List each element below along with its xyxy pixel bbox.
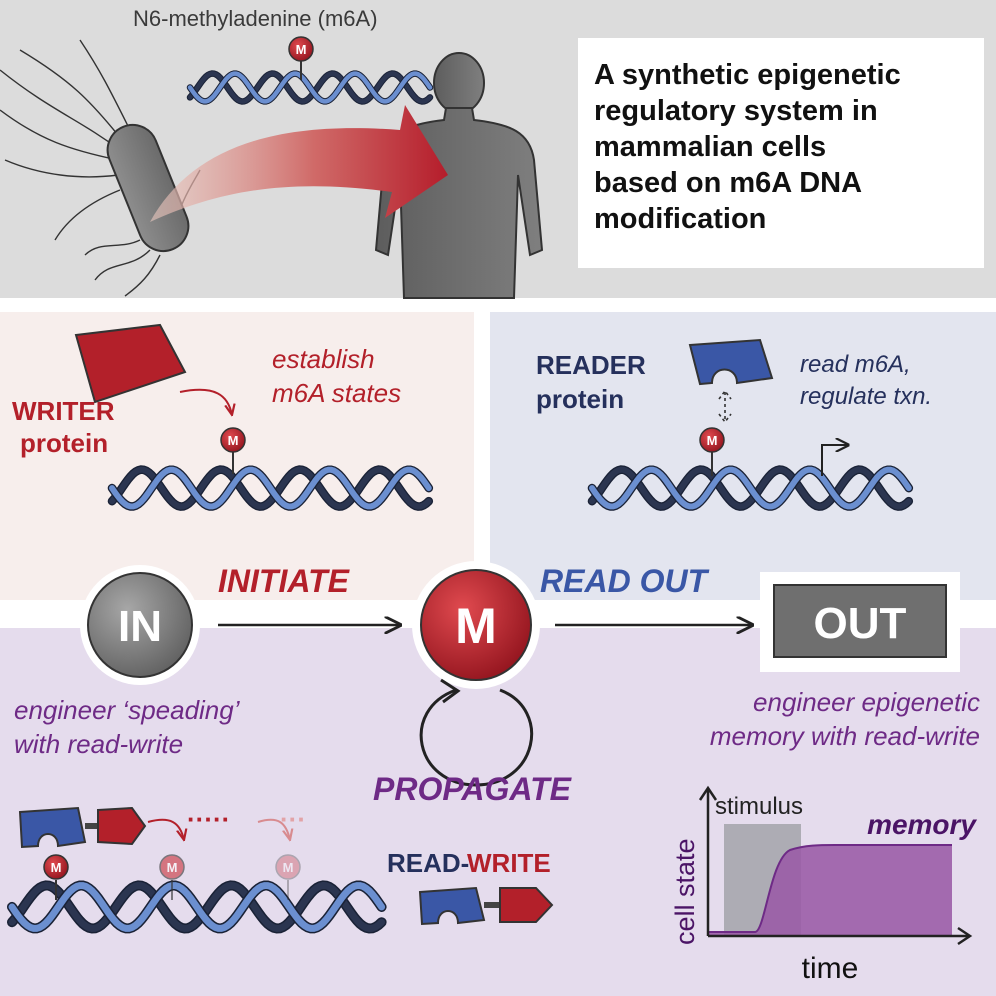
m6a-marker: M: [159, 854, 185, 900]
reader-protein-label-2: protein: [536, 384, 624, 414]
binding-arrow: [718, 389, 732, 424]
writer-protein-icon: [74, 323, 187, 404]
m6a-label: N6-methyladenine (m6A): [133, 6, 378, 31]
title-line-4: based on m6A DNA: [594, 167, 862, 199]
m6a-marker: M: [220, 427, 246, 474]
m-label: M: [455, 598, 497, 654]
dna-helix-icon: [587, 465, 914, 511]
y-axis-label: cell state: [670, 838, 700, 945]
title-line-1: A synthetic epigenetic: [594, 59, 901, 91]
in-node: [87, 572, 193, 678]
m6a-marker: M: [275, 854, 301, 900]
x-axis-arrowhead: [957, 926, 973, 946]
memory-curve: [708, 845, 952, 936]
spreading-caption-1: engineer ‘speading’: [14, 695, 241, 725]
bacterium-icon: [106, 123, 190, 253]
out-label: OUT: [814, 599, 907, 648]
propagate-loop: [419, 688, 534, 787]
marker-letter: M: [283, 860, 294, 875]
memory-curve-line: [708, 844, 952, 933]
title-line-3: mammalian cells: [594, 131, 826, 163]
propagate-loop-arrowhead: [440, 678, 461, 704]
spread-arrow-faded: [257, 818, 290, 840]
m6a-marker: M: [288, 36, 314, 80]
read-write-label-write: WRITE: [467, 848, 551, 878]
m-node: [420, 569, 532, 681]
spread-arrow: [147, 818, 184, 840]
spreading-caption-2: with read-write: [14, 729, 183, 759]
dna-helix-icon: [6, 880, 387, 934]
propagate-label: PROPAGATE: [373, 771, 573, 807]
marker-letter: M: [707, 433, 718, 448]
x-axis-label: time: [802, 952, 859, 985]
reader-caption-2: regulate txn.: [800, 383, 932, 410]
read-write-protein-icon: [18, 806, 147, 849]
spread-dots: ·····: [187, 804, 230, 834]
out-node: [773, 584, 947, 658]
writer-protein-label-1: WRITER: [12, 396, 115, 426]
memory-caption-1: engineer epigenetic: [753, 687, 980, 717]
writer-caption-2: m6A states: [272, 378, 401, 408]
m6a-marker: M: [43, 854, 69, 900]
m6a-marker: M: [699, 427, 725, 476]
dna-helix-icon: [107, 465, 434, 511]
spread-dots-faded: ···: [280, 804, 306, 834]
memory-caption-2: memory with read-write: [710, 721, 980, 751]
reader-caption-1: read m6A,: [800, 351, 911, 378]
dna-helix-icon: [186, 70, 434, 105]
title-line-5: modification: [594, 203, 766, 235]
memory-label: memory: [867, 809, 977, 840]
in-label: IN: [118, 602, 162, 651]
transcription-start-arrow: [821, 445, 848, 476]
reader-protein-icon: [688, 338, 774, 386]
reader-protein-label-1: READER: [536, 350, 646, 380]
y-axis-arrowhead: [698, 785, 718, 801]
title-line-2: regulatory system in: [594, 95, 878, 127]
marker-letter: M: [228, 433, 239, 448]
initiate-label: INITIATE: [218, 563, 351, 599]
writer-protein-label-2: protein: [20, 428, 108, 458]
writer-arrow: [179, 388, 232, 415]
writer-panel: [0, 312, 474, 616]
read-write-label-read: READ-: [387, 848, 469, 878]
transfer-arrow: [150, 105, 448, 222]
marker-letter: M: [167, 860, 178, 875]
read-write-fusion-icon: [418, 886, 554, 926]
marker-letter: M: [296, 42, 307, 57]
stimulus-label: stimulus: [715, 793, 803, 820]
marker-letter: M: [51, 860, 62, 875]
title-box: [578, 38, 984, 268]
writer-caption-1: establish: [272, 344, 375, 374]
readout-label: READ OUT: [540, 563, 710, 599]
